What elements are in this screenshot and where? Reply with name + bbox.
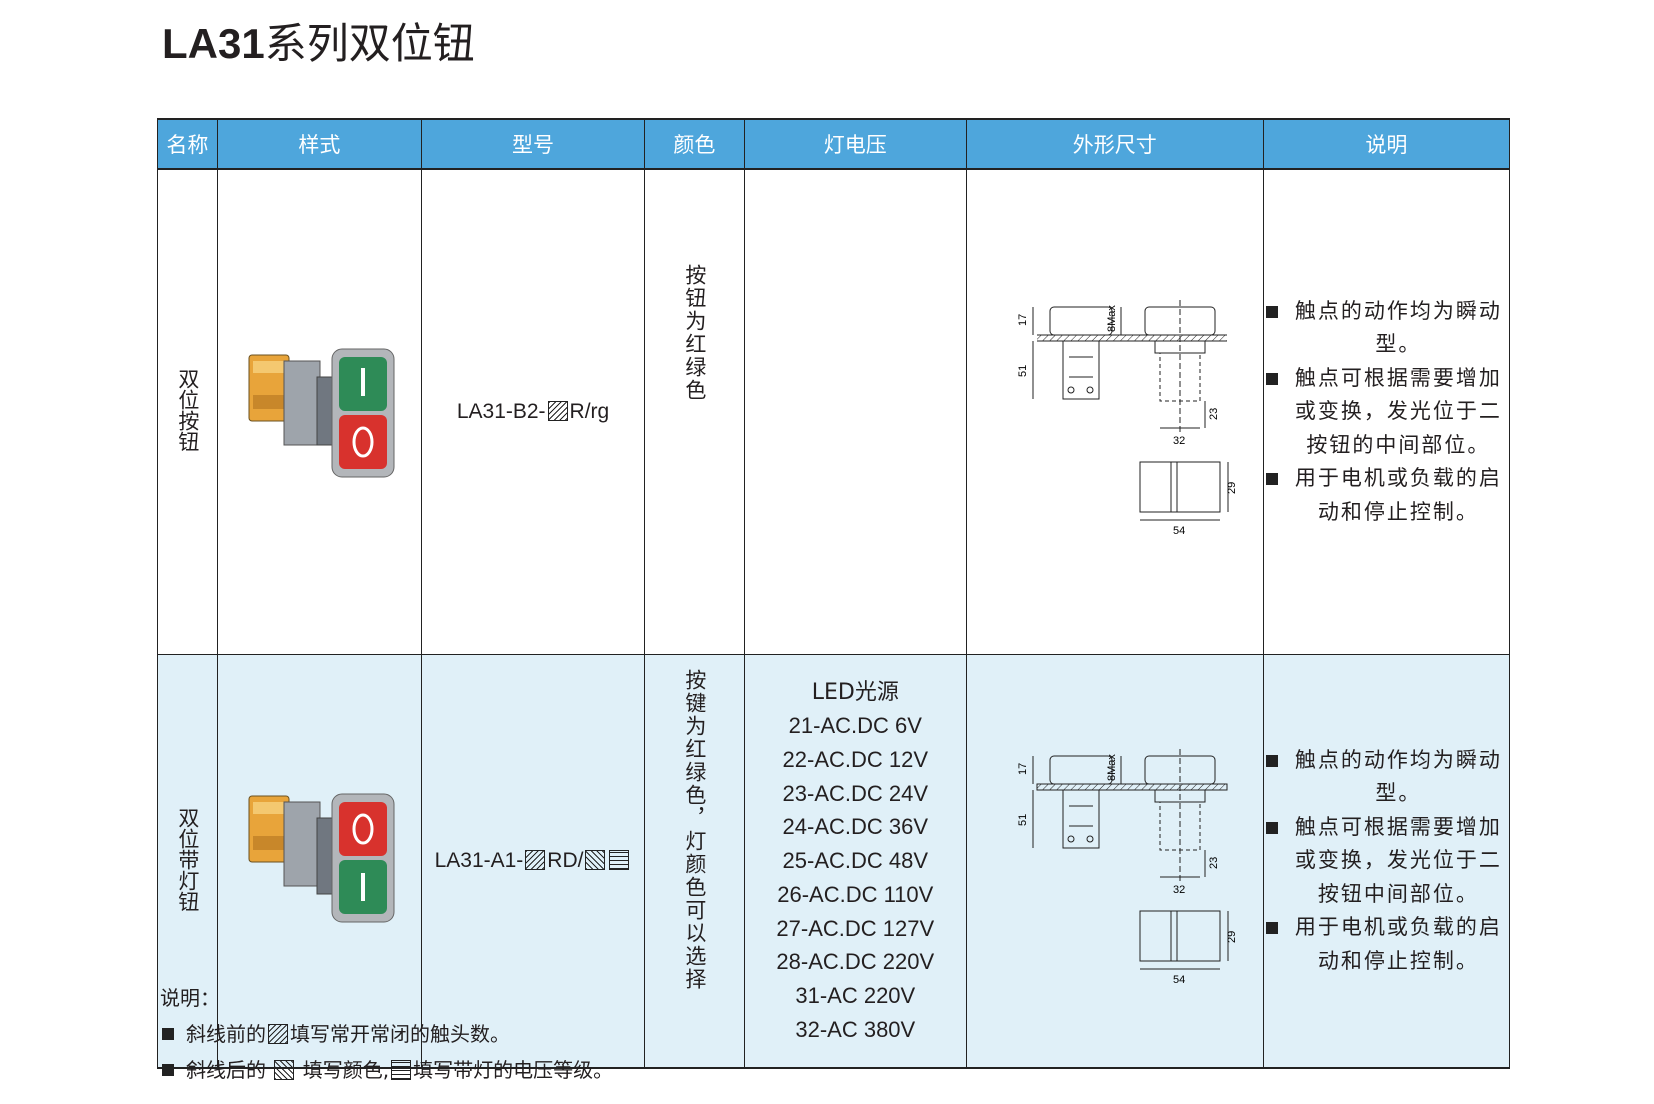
dim-32: 32	[1173, 884, 1185, 896]
product-name: 双位按钮	[175, 368, 200, 452]
color-cell: 按钮为红绿色	[643, 169, 746, 655]
dimension-drawing-1: 17 8Max 51 23 32 29 54	[1017, 300, 1235, 537]
table-header-row: 名称 样式 型号 颜色 灯电压 外形尺寸 说明	[157, 118, 1511, 170]
color-text: 按键为红绿色，灯颜色可以选择	[682, 669, 707, 991]
voltage-option: 25-AC.DC 48V	[782, 848, 929, 874]
note-item: 斜线前的填写常开常闭的触头数。	[160, 1016, 613, 1052]
dim-29: 29	[1226, 931, 1235, 943]
dim-32: 32	[1173, 435, 1185, 447]
voltage-option: 21-AC.DC 6V	[788, 713, 922, 739]
model-cell: LA31-A1-RD/	[421, 654, 645, 1069]
voltage-option: 28-AC.DC 220V	[776, 949, 935, 975]
voltage-option: 22-AC.DC 12V	[782, 747, 929, 773]
double-button-photo	[248, 348, 395, 478]
dim-23: 23	[1208, 857, 1220, 869]
voltage-placeholder-icon	[391, 1060, 412, 1080]
row-name-cell: 双位带灯钮	[157, 654, 218, 1069]
dim-8max: 8Max	[1106, 305, 1118, 332]
dim-23: 23	[1208, 408, 1220, 420]
product-photo	[216, 169, 423, 655]
dim-29: 29	[1226, 482, 1235, 494]
voltage-option: 23-AC.DC 24V	[782, 780, 929, 806]
description-item: 触点的动作均为瞬动型。	[1264, 295, 1509, 362]
header-voltage: 灯电压	[744, 118, 967, 170]
dimension-drawing-2: 17 8Max 51 23 32 29 54	[1017, 749, 1235, 986]
header-name: 名称	[157, 118, 218, 170]
dim-17: 17	[1017, 314, 1029, 326]
header-color: 颜色	[643, 118, 746, 170]
color-placeholder-icon	[274, 1060, 295, 1080]
dim-51: 51	[1017, 814, 1029, 826]
description-item: 用于电机或负载的启动和停止控制。	[1264, 911, 1509, 978]
model-cell: LA31-B2-R/rg	[421, 169, 645, 655]
voltage-source-heading: LED光源	[811, 679, 899, 705]
model-number: LA31-A1-RD/	[435, 849, 632, 872]
description-item: 触点的动作均为瞬动型。	[1264, 744, 1509, 811]
color-cell: 按键为红绿色，灯颜色可以选择	[643, 654, 746, 1069]
dimension-cell: 17 8Max 51 23 32 29 54	[965, 169, 1264, 655]
color-placeholder-icon	[585, 850, 606, 870]
product-table: 名称 样式 型号 颜色 灯电压 外形尺寸 说明 双位按钮	[157, 118, 1511, 1069]
dim-51: 51	[1017, 365, 1029, 377]
notes-section: 说明： 斜线前的填写常开常闭的触头数。 斜线后的 填写颜色,填写带灯的电压等级。	[160, 980, 613, 1088]
dim-54: 54	[1173, 525, 1185, 537]
product-name: 双位带灯钮	[175, 806, 200, 912]
voltage-placeholder-icon	[609, 850, 630, 870]
header-dimensions: 外形尺寸	[965, 118, 1264, 170]
description-cell: 触点的动作均为瞬动型。 触点可根据需要增加或变换，发光位于二按钮中间部位。 用于…	[1262, 654, 1511, 1069]
description-cell: 触点的动作均为瞬动型。 触点可根据需要增加或变换，发光位于二按钮的中间部位。 用…	[1262, 169, 1511, 655]
voltage-option: 32-AC 380V	[795, 1016, 916, 1042]
voltage-cell-empty	[744, 169, 967, 655]
contacts-placeholder-icon	[547, 401, 568, 421]
table-row: 双位带灯钮 LA31-A1-RD/ 按键为红绿色，灯颜色可以	[157, 654, 1511, 1069]
dimension-cell: 17 8Max 51 23 32 29 54	[965, 654, 1264, 1069]
model-number: LA31-B2-R/rg	[456, 400, 610, 423]
header-description: 说明	[1262, 118, 1511, 170]
description-item: 用于电机或负载的启动和停止控制。	[1264, 462, 1509, 529]
contacts-placeholder-icon	[525, 850, 546, 870]
dim-8max: 8Max	[1106, 754, 1118, 781]
dim-17: 17	[1017, 763, 1029, 775]
dim-54: 54	[1173, 974, 1185, 986]
voltage-option: 27-AC.DC 127V	[776, 915, 935, 941]
note-item: 斜线后的 填写颜色,填写带灯的电压等级。	[160, 1052, 613, 1088]
notes-heading: 说明：	[160, 986, 220, 1010]
header-model: 型号	[421, 118, 645, 170]
contacts-placeholder-icon	[268, 1024, 288, 1044]
voltage-cell: LED光源 21-AC.DC 6V 22-AC.DC 12V 23-AC.DC …	[744, 654, 967, 1069]
illuminated-double-button-photo	[248, 793, 395, 923]
table-row: 双位按钮 LA31-B2-R/rg 按钮为红绿色	[157, 169, 1511, 655]
voltage-option: 26-AC.DC 110V	[777, 881, 934, 907]
description-item: 触点可根据需要增加或变换，发光位于二按钮中间部位。	[1264, 811, 1509, 912]
product-photo	[216, 654, 423, 1069]
page-title: LA31系列双位钮	[162, 19, 475, 68]
row-name-cell: 双位按钮	[157, 169, 218, 655]
color-text: 按钮为红绿色	[682, 264, 707, 402]
description-item: 触点可根据需要增加或变换，发光位于二按钮的中间部位。	[1264, 362, 1509, 463]
voltage-option: 31-AC 220V	[795, 982, 916, 1008]
voltage-option: 24-AC.DC 36V	[782, 814, 929, 840]
header-style: 样式	[216, 118, 423, 170]
